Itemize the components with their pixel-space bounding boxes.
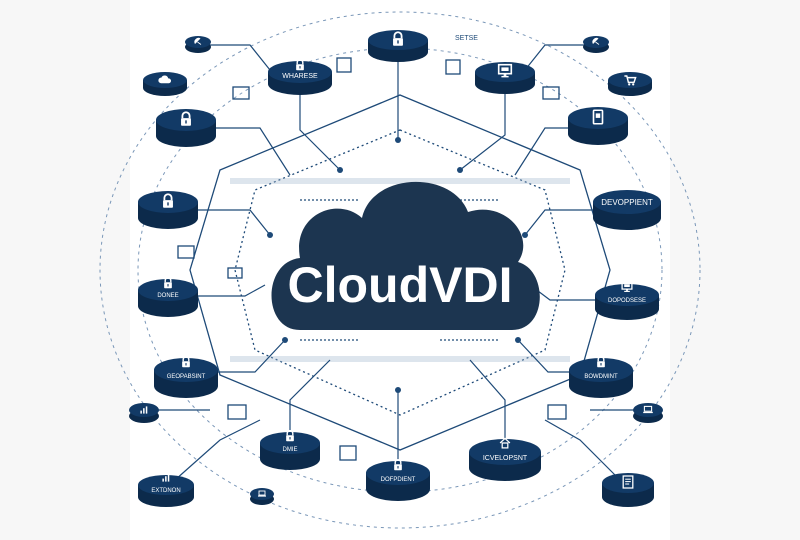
line-wharese — [299, 88, 341, 171]
scatter-monitor-icon-3 — [177, 245, 195, 259]
node-top-left-tiny — [185, 36, 211, 53]
outer-hexagon — [189, 94, 611, 451]
node-right-1 — [568, 107, 628, 145]
node-devopment: DEVOPPIENT — [593, 190, 661, 230]
node-top-right-small — [608, 72, 652, 96]
scatter-chip-icon — [227, 267, 243, 279]
line-top-right-tiny — [524, 44, 595, 71]
node-dopodsese: DOPODSESE — [595, 281, 659, 320]
line-dopodsese — [529, 284, 600, 301]
junction-dot-8 — [395, 387, 401, 393]
node-left-2 — [138, 191, 198, 229]
scatter-screen-icon — [339, 445, 357, 461]
line-dmie — [289, 359, 331, 430]
node-donee: DONEE — [138, 277, 198, 317]
junction-dot-5 — [282, 337, 288, 343]
node-bottom-right-box — [602, 473, 654, 507]
node-label: DOFPDIENT — [381, 477, 416, 483]
junction-dots — [267, 137, 528, 393]
node-dmie: DMIE — [260, 430, 320, 470]
node-top-center — [368, 30, 428, 62]
left-background-panel — [0, 0, 130, 540]
node-icvelopsnt: ICVELOPSNT — [469, 437, 541, 481]
line-icvelopsnt — [469, 359, 506, 440]
junction-dot-1 — [337, 167, 343, 173]
line-left-2 — [195, 209, 271, 236]
connection-lines — [150, 44, 650, 481]
scatter-laptop-icon — [227, 404, 247, 420]
node-bottom-left-small — [129, 403, 159, 423]
junction-dot-7 — [395, 137, 401, 143]
top-caption: SETSE — [455, 35, 478, 42]
line-top-right — [459, 90, 506, 171]
line-bottom-right-box — [544, 419, 621, 481]
right-background-panel — [670, 0, 800, 540]
node-bowdmint: BOWDMINT — [569, 356, 633, 398]
junction-dot-6 — [515, 337, 521, 343]
node-wharese: WHARESE — [268, 59, 332, 95]
junction-dot-2 — [457, 167, 463, 173]
node-bottom-left-tiny — [250, 488, 274, 505]
line-ladder-segments — [300, 199, 500, 341]
node-label: DMIE — [283, 447, 298, 453]
node-label: DOPODSESE — [608, 298, 646, 304]
hex-frame — [189, 94, 611, 451]
central-cloud: CloudVDI — [271, 181, 540, 330]
line-geopabsint — [210, 339, 286, 373]
scatter-laptop-icon-2 — [547, 404, 567, 420]
node-geopabsint: GEOPABSINT — [154, 356, 218, 398]
node-top-right-tiny — [583, 36, 609, 53]
node-label: DEVOPPIENT — [601, 198, 653, 207]
node-bottom-right-small — [633, 403, 663, 423]
line-extdnon — [174, 419, 261, 481]
line-top-left-tiny — [200, 44, 271, 71]
node-top-right — [475, 62, 535, 94]
node-dofpdient: DOFPDIENT — [366, 459, 430, 501]
node-label: WHARESE — [282, 73, 318, 80]
inner-hexagon — [234, 129, 566, 416]
line-left-1 — [200, 127, 291, 176]
node-label: EXTDNON — [151, 488, 180, 494]
node-top-left-small — [143, 72, 187, 96]
junction-dot-4 — [522, 232, 528, 238]
dot-band — [230, 178, 570, 362]
scatter-box-icon-2 — [445, 59, 461, 75]
dot-band-top — [230, 178, 570, 184]
scatter-monitor-icon-2 — [542, 86, 560, 100]
node-label: DONEE — [157, 293, 178, 299]
scatter-devices — [177, 57, 567, 461]
cloud-shape — [271, 181, 540, 330]
line-devopment — [524, 209, 600, 236]
node-left-1 — [156, 109, 216, 147]
node-label: ICVELOPSNT — [483, 455, 528, 462]
line-donee — [190, 284, 266, 297]
outer-dashed-ring — [99, 11, 701, 529]
dot-band-bottom — [230, 356, 570, 362]
center-title: CloudVDI — [288, 257, 513, 313]
junction-dot-3 — [267, 232, 273, 238]
node-label: GEOPABSINT — [167, 374, 206, 380]
scatter-box-icon — [336, 57, 352, 73]
node-label: BOWDMINT — [584, 374, 618, 380]
node-extdnon: EXTDNON — [138, 474, 194, 507]
scatter-monitor-icon — [232, 86, 250, 100]
